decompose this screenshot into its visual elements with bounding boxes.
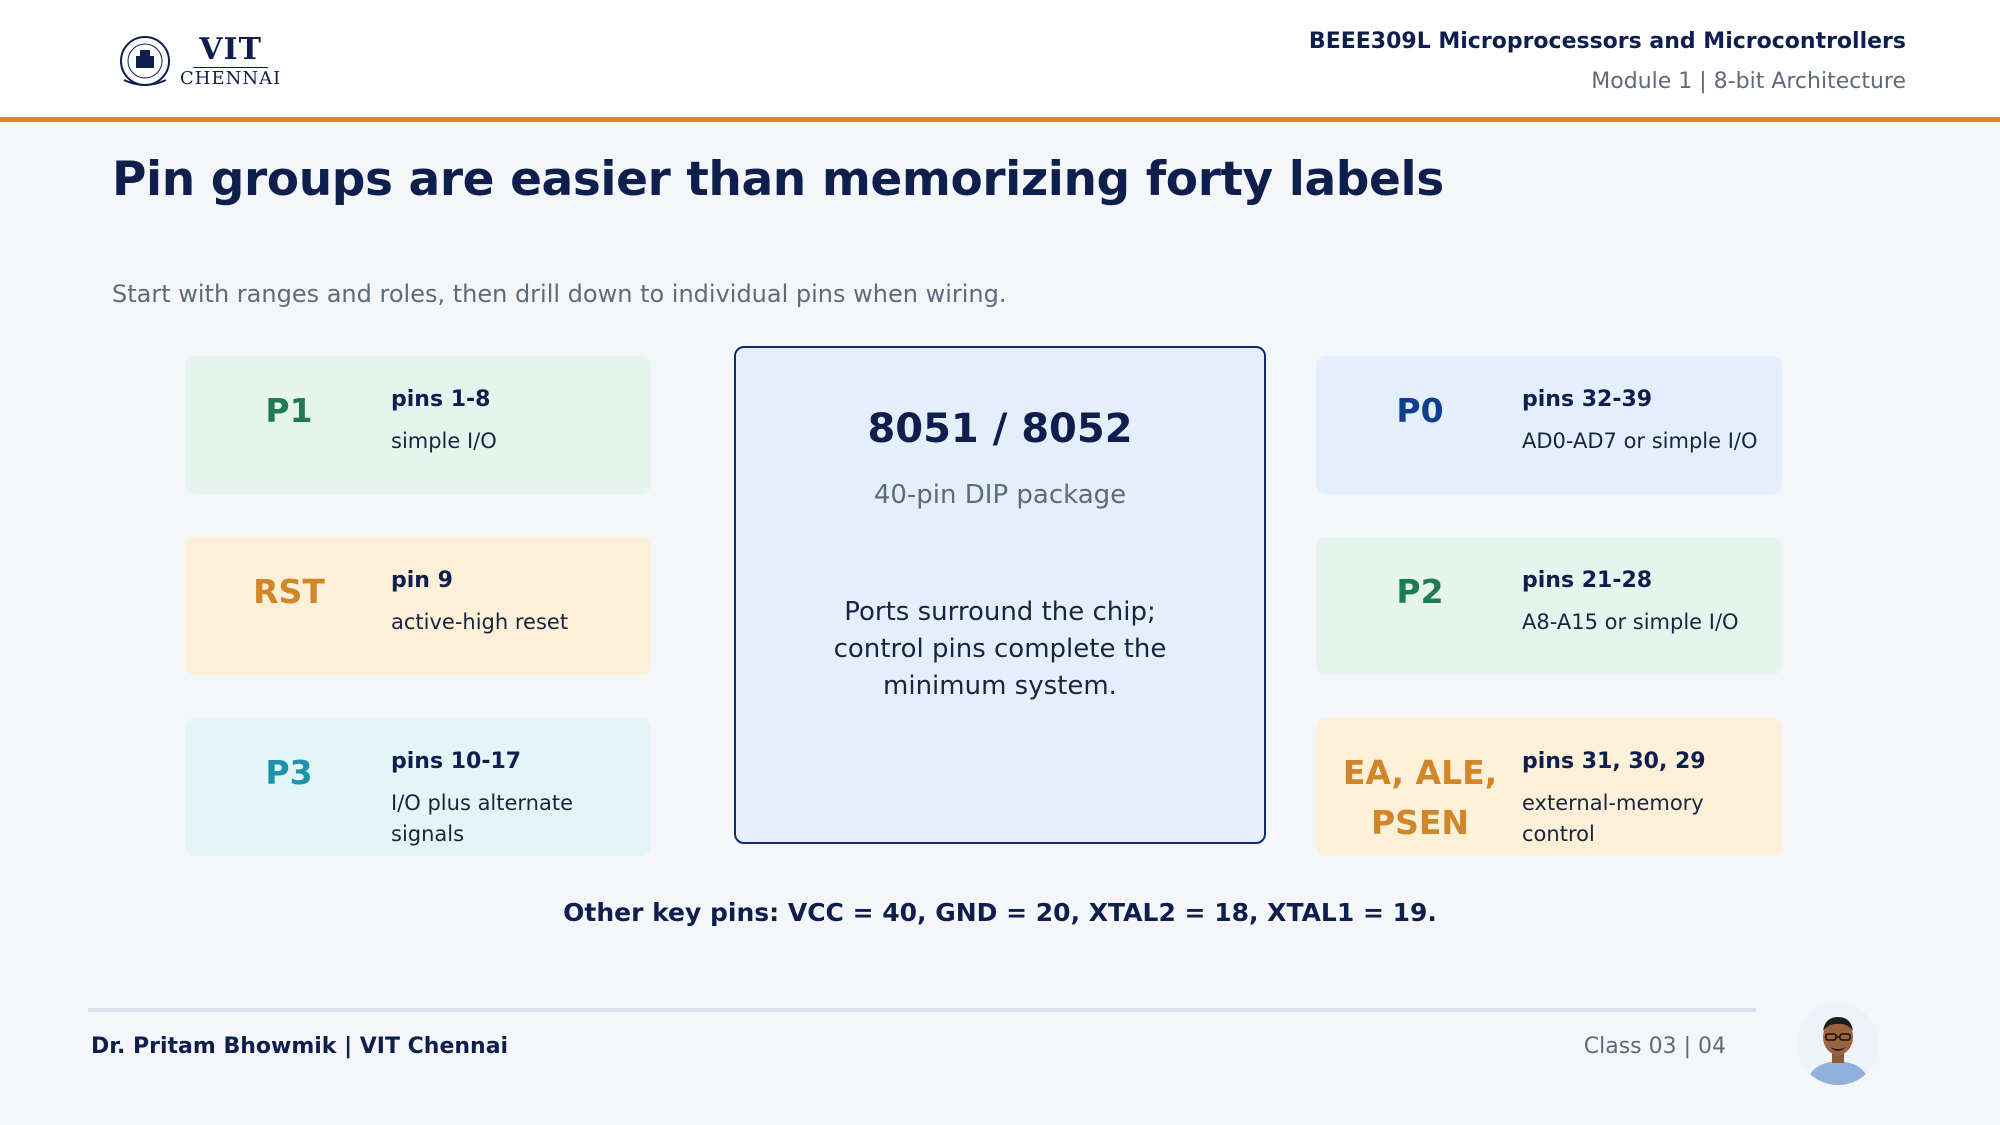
pin-group-code: P1 [265,391,313,430]
pin-group-code: RST [253,572,325,611]
pin-description: simple I/O [391,429,497,453]
pin-description: A8-A15 or simple I/O [1522,610,1739,634]
course-title: BEEE309L Microprocessors and Microcontro… [1308,29,1906,54]
footer-divider [88,1008,1756,1012]
pin-range: pins 21-28 [1522,568,1653,593]
pin-description: external-memory control [1522,791,1704,846]
pin-description: active-high reset [391,610,569,634]
logo-vit-text: VIT [193,34,268,68]
pin-range: pins 31, 30, 29 [1522,749,1706,774]
vit-seal-icon [120,36,170,86]
slide-title: Pin groups are easier than memorizing fo… [112,152,1444,207]
chip-summary-box: 8051 / 8052 40-pin DIP package Ports sur… [734,346,1266,844]
footer-class-info: Class 03 | 04 [1583,1034,1726,1059]
logo-chennai-text: CHENNAI [180,68,282,89]
pin-range: pin 9 [391,568,453,593]
pin-group-code: P3 [265,753,313,792]
course-subtitle: Module 1 | 8-bit Architecture [1591,69,1906,94]
pin-group-code: EA, ALE, PSEN [1342,753,1498,842]
pin-description: I/O plus alternate signals [391,791,574,846]
vit-chennai-logo: VIT CHENNAI [118,32,288,92]
footer-author: Dr. Pritam Bhowmik | VIT Chennai [91,1034,509,1059]
pin-description: AD0-AD7 or simple I/O [1522,429,1758,453]
chip-name: 8051 / 8052 [867,406,1133,452]
chip-package: 40-pin DIP package [873,480,1127,510]
chip-note: Ports surround the chip; control pins co… [833,597,1167,701]
pin-group-card-ea-ale-psen: EA, ALE, PSEN pins 31, 30, 29 external-m… [1316,718,1782,856]
pin-group-card-rst: RST pin 9 active-high reset [185,537,651,675]
presenter-photo-icon [1797,1003,1879,1085]
pin-group-card-p3: P3 pins 10-17 I/O plus alternate signals [185,718,651,856]
pin-range: pins 10-17 [391,749,522,774]
other-key-pins-note: Other key pins: VCC = 40, GND = 20, XTAL… [563,898,1437,927]
pin-group-code: P2 [1396,572,1444,611]
pin-group-card-p0: P0 pins 32-39 AD0-AD7 or simple I/O [1316,356,1782,494]
pin-group-card-p2: P2 pins 21-28 A8-A15 or simple I/O [1316,537,1782,675]
presenter-avatar [1797,1003,1879,1085]
slide-subtitle: Start with ranges and roles, then drill … [112,280,1007,308]
pin-range: pins 1-8 [391,387,491,412]
pin-group-code: P0 [1396,391,1444,430]
pin-range: pins 32-39 [1522,387,1653,412]
pin-group-card-p1: P1 pins 1-8 simple I/O [185,356,651,494]
header-bar: VIT CHENNAI BEEE309L Microprocessors and… [0,0,2000,122]
